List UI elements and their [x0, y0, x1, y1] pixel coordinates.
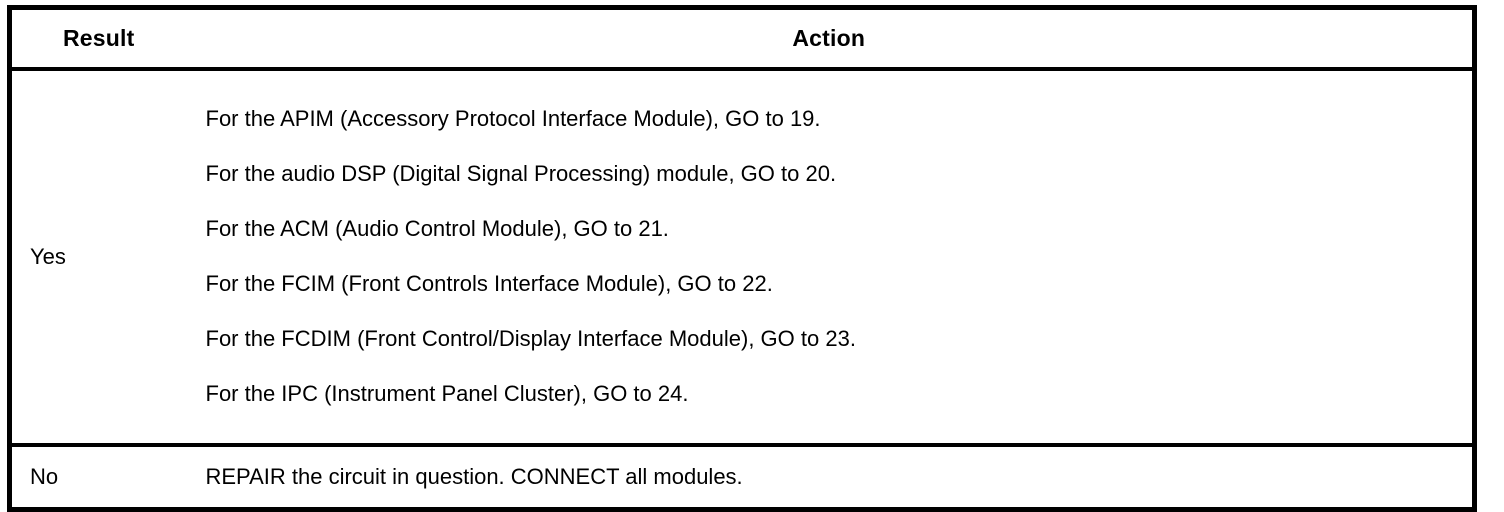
result-label: No [30, 464, 59, 489]
table-body: Yes For the APIM (Accessory Protocol Int… [9, 69, 1475, 510]
column-header-result-label: Result [63, 25, 135, 51]
table-row: Yes For the APIM (Accessory Protocol Int… [9, 69, 1475, 447]
action-item: For the audio DSP (Digital Signal Proces… [205, 160, 837, 186]
action-item: REPAIR the circuit in question. CONNECT … [205, 464, 743, 489]
action-item: For the FCIM (Front Controls Interface M… [205, 270, 773, 296]
result-cell-no: No [9, 445, 186, 510]
table-header: Result Action [9, 7, 1475, 71]
action-item: For the APIM (Accessory Protocol Interfa… [205, 105, 821, 131]
result-label: Yes [30, 244, 66, 269]
page-root: Result Action Yes For the APIM (Accessor… [7, 5, 1477, 512]
table-row: No REPAIR the circuit in question. CONNE… [9, 445, 1475, 510]
column-header-action-label: Action [792, 25, 866, 51]
action-item: For the IPC (Instrument Panel Cluster), … [205, 380, 689, 406]
action-cell-yes: For the APIM (Accessory Protocol Interfa… [185, 69, 1475, 447]
action-item: For the FCDIM (Front Control/Display Int… [205, 325, 856, 351]
action-list: For the APIM (Accessory Protocol Interfa… [186, 91, 1473, 421]
result-cell-yes: Yes [9, 69, 186, 447]
column-header-action: Action [185, 7, 1475, 71]
column-header-result: Result [9, 7, 186, 71]
action-item: For the ACM (Audio Control Module), GO t… [205, 215, 669, 241]
action-cell-no: REPAIR the circuit in question. CONNECT … [185, 445, 1475, 510]
result-action-table: Result Action Yes For the APIM (Accessor… [7, 5, 1477, 512]
table-header-row: Result Action [9, 7, 1475, 71]
